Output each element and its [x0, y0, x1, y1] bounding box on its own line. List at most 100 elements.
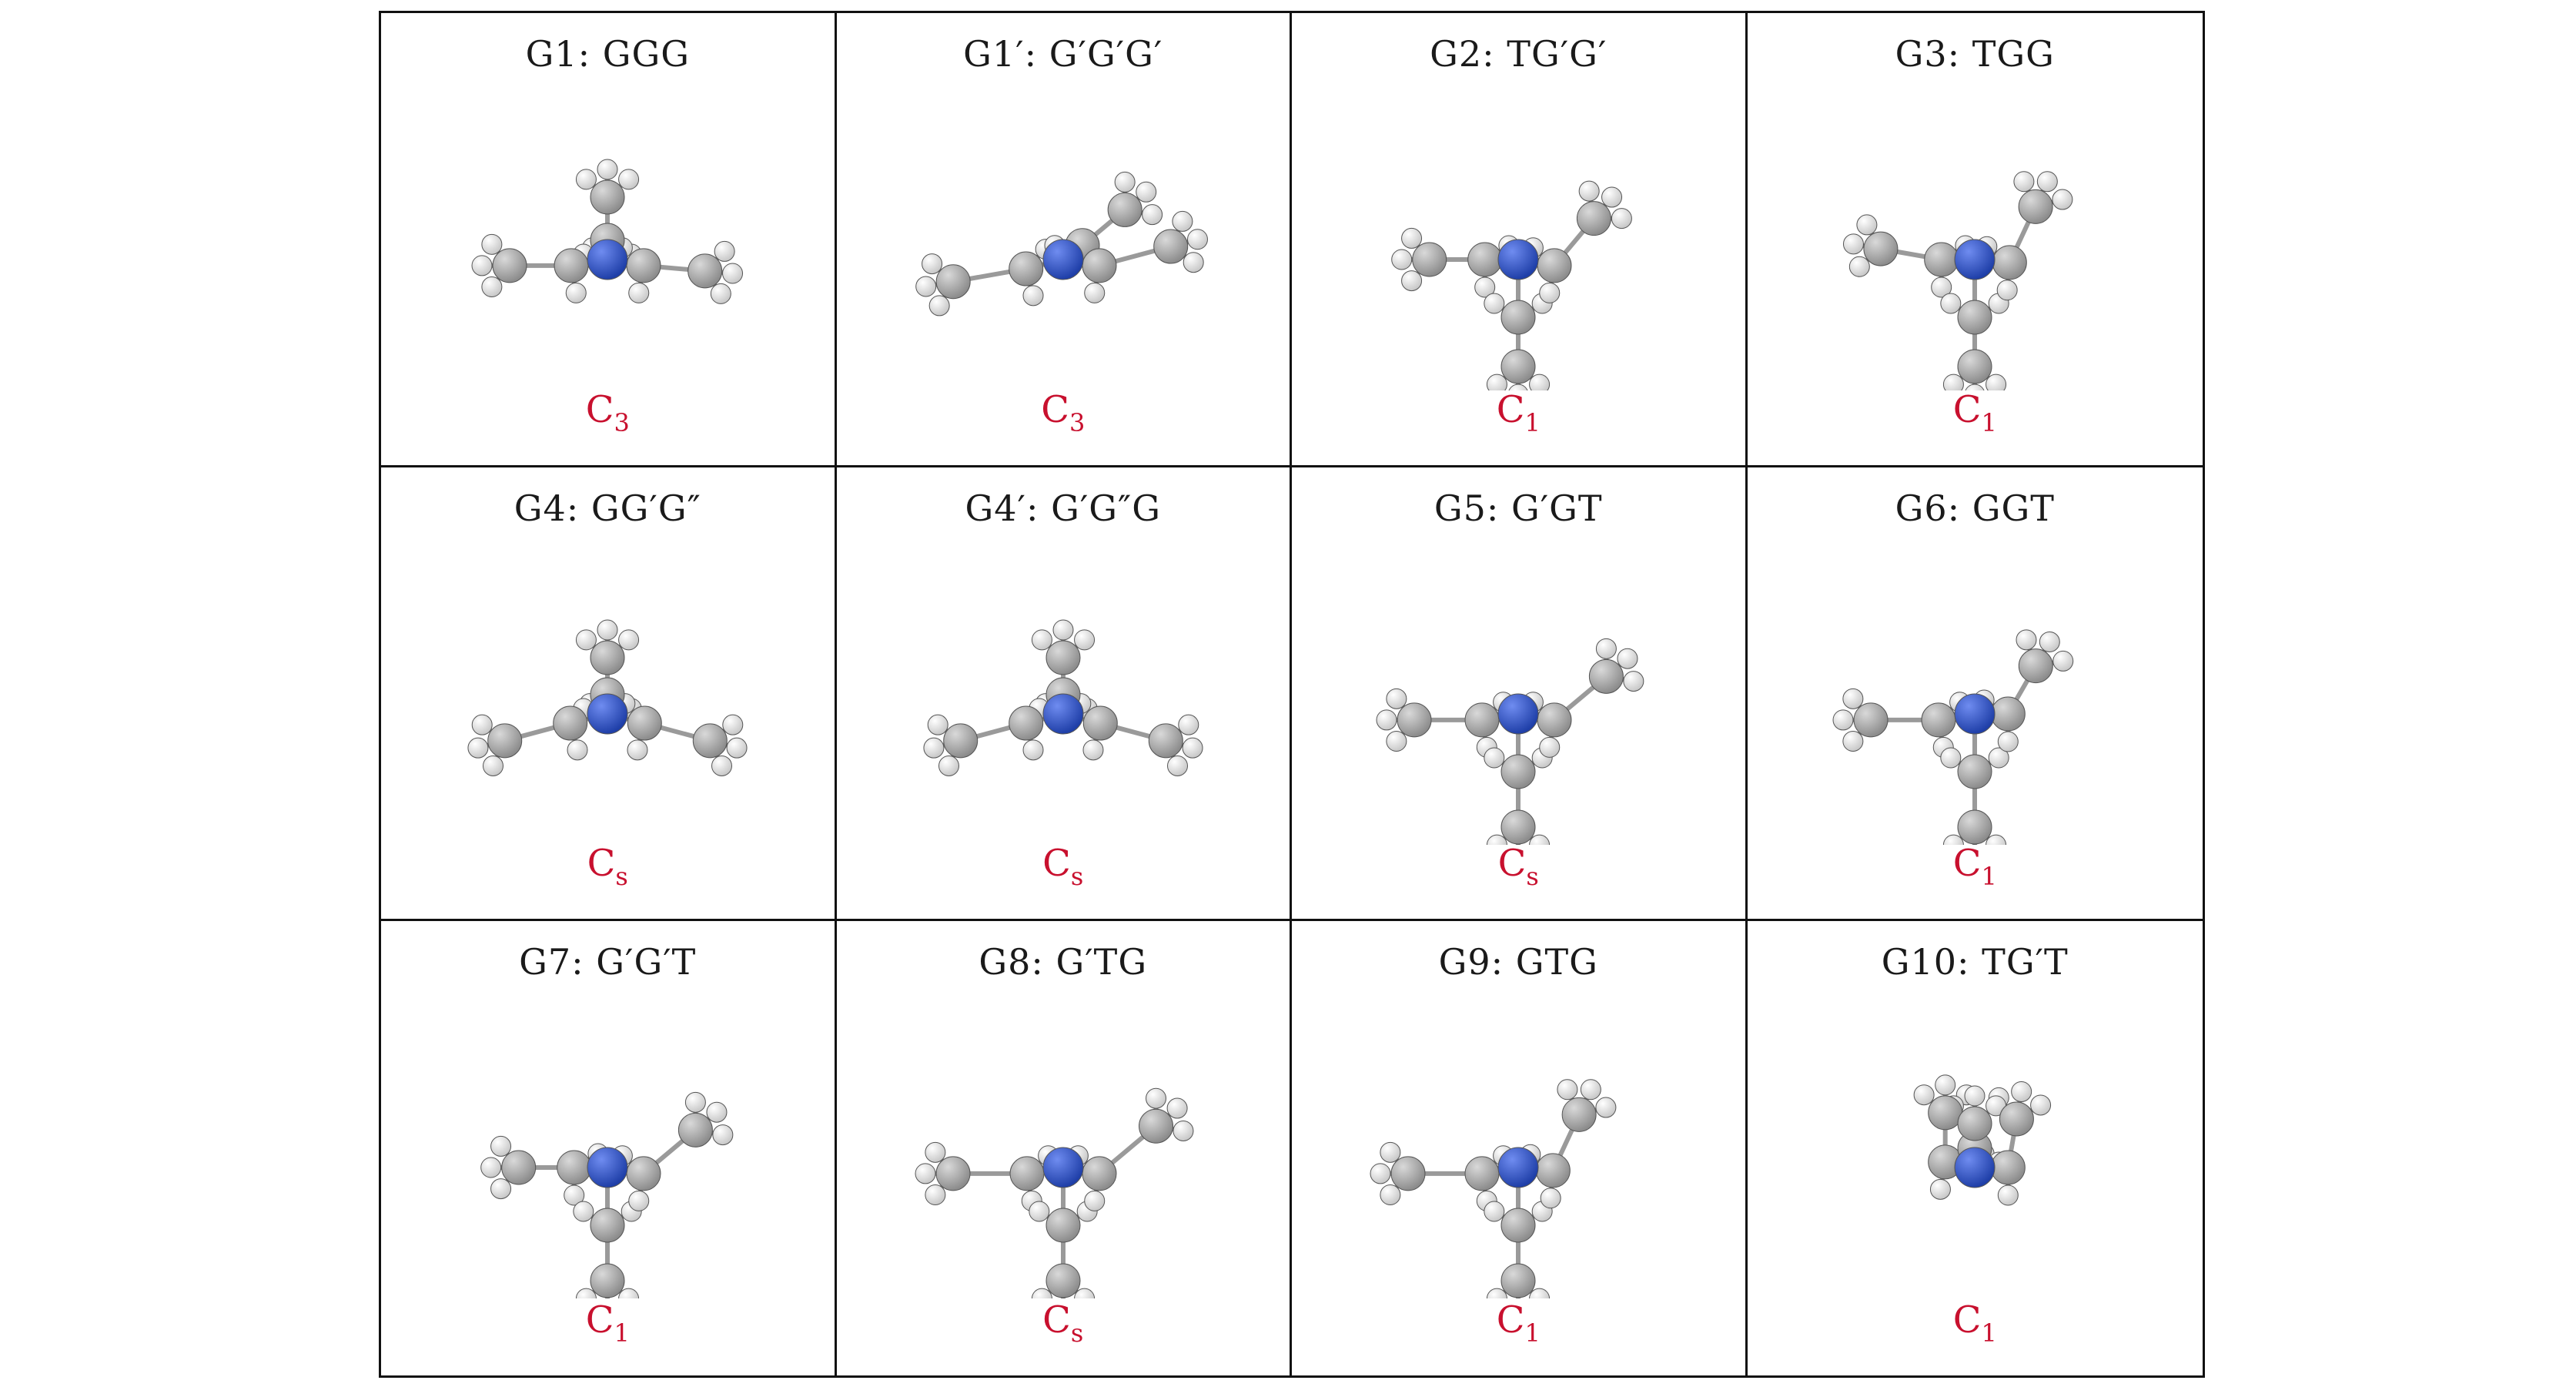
carbon-atom — [1148, 722, 1183, 758]
carbon-atom — [626, 248, 661, 283]
nitrogen-atom — [587, 693, 628, 735]
point-group-label: C1 — [1952, 842, 1997, 892]
hydrogen-atom — [1022, 285, 1044, 307]
carbon-atom — [935, 264, 971, 300]
hydrogen-atom — [921, 253, 942, 275]
molecule-structure — [480, 1092, 734, 1299]
hydrogen-atom — [576, 169, 597, 190]
nitrogen-atom — [1954, 1147, 1996, 1188]
carbon-atom — [1924, 242, 1959, 277]
hydrogen-atom — [1401, 270, 1423, 292]
conformer-title: G2: TG′G′ — [1430, 33, 1607, 75]
hydrogen-atom — [2037, 171, 2059, 193]
hydrogen-atom — [915, 276, 936, 297]
carbon-atom — [1500, 809, 1536, 845]
hydrogen-atom — [1487, 1288, 1508, 1299]
conformer-title: G4: GG′G″ — [514, 487, 701, 529]
hydrogen-atom — [1145, 1088, 1166, 1110]
nitrogen-atom — [1954, 693, 1996, 735]
hydrogen-atom — [1178, 714, 1199, 735]
point-group-label: C1 — [585, 1298, 630, 1348]
molecule-structure — [1832, 628, 2074, 845]
hydrogen-atom — [483, 755, 504, 776]
point-group-label: C1 — [1496, 387, 1541, 437]
nitrogen-atom — [1042, 239, 1084, 280]
hydrogen-atom — [1940, 293, 1962, 314]
nitrogen-atom — [1497, 1147, 1539, 1188]
hydrogen-atom — [480, 1157, 502, 1178]
carbon-atom — [487, 722, 523, 758]
hydrogen-atom — [628, 1191, 650, 1212]
molecule-structure — [1391, 180, 1633, 390]
hydrogen-atom — [1380, 1142, 1401, 1164]
carbon-atom — [1467, 242, 1503, 277]
carbon-atom — [693, 722, 728, 758]
hydrogen-atom — [2052, 189, 2073, 210]
hydrogen-atom — [2011, 1081, 2032, 1103]
hydrogen-atom — [1173, 1121, 1194, 1142]
point-group-label: C3 — [1041, 387, 1086, 437]
carbon-atom — [554, 248, 589, 283]
carbon-atom — [590, 640, 625, 675]
carbon-atom — [1957, 300, 1992, 335]
conformer-cell-g10: G10: TG′T C1 — [1748, 921, 2203, 1375]
hydrogen-atom — [1135, 181, 1156, 203]
carbon-atom — [1561, 1097, 1597, 1133]
carbon-atom — [1500, 1208, 1536, 1243]
hydrogen-atom — [1508, 384, 1528, 390]
hydrogen-atom — [2013, 171, 2035, 193]
hydrogen-atom — [938, 755, 959, 776]
carbon-atom — [935, 1156, 971, 1191]
hydrogen-atom — [1183, 252, 1204, 273]
conformer-title: G5: G′GT — [1434, 487, 1603, 529]
point-group-label: Cs — [587, 842, 628, 892]
hydrogen-atom — [1611, 208, 1633, 229]
hydrogen-atom — [1474, 276, 1496, 298]
hydrogen-atom — [1988, 747, 2009, 769]
hydrogen-atom — [925, 1142, 946, 1164]
hydrogen-atom — [726, 737, 748, 759]
hydrogen-atom — [1484, 293, 1505, 314]
conformer-cell-g1: G1: GGG C3 — [381, 13, 837, 467]
conformer-cell-g7: G7: G′G′T C1 — [381, 921, 837, 1375]
carbon-atom — [1500, 1263, 1536, 1298]
hydrogen-atom — [1930, 1179, 1952, 1201]
hydrogen-atom — [2039, 631, 2061, 652]
conformer-cell-g2: G2: TG′G′ C1 — [1292, 13, 1748, 467]
hydrogen-atom — [573, 1201, 594, 1222]
molecule-structure — [471, 159, 744, 304]
hydrogen-atom — [1487, 834, 1508, 845]
hydrogen-atom — [1540, 1188, 1561, 1209]
hydrogen-atom — [1943, 374, 1965, 390]
carbon-atom — [590, 1263, 625, 1298]
hydrogen-atom — [1141, 204, 1163, 226]
hydrogen-atom — [2016, 628, 2037, 650]
hydrogen-atom — [1539, 736, 1561, 758]
hydrogen-atom — [1529, 374, 1551, 390]
hydrogen-atom — [1596, 638, 1618, 659]
hydrogen-atom — [685, 1092, 707, 1114]
hydrogen-atom — [923, 737, 945, 759]
hydrogen-atom — [1842, 730, 1864, 752]
hydrogen-atom — [1031, 629, 1052, 651]
point-group-label: C1 — [1952, 1298, 1997, 1348]
hydrogen-atom — [2030, 1094, 2052, 1116]
hydrogen-atom — [1965, 384, 1985, 390]
carbon-atom — [1390, 1156, 1426, 1191]
carbon-atom — [1957, 1106, 1992, 1141]
carbon-atom — [1500, 754, 1536, 789]
conformer-cell-g3: G3: TGG C1 — [1747, 13, 2203, 467]
hydrogen-atom — [1114, 171, 1136, 193]
carbon-atom — [1153, 229, 1188, 264]
hydrogen-atom — [1487, 374, 1508, 390]
carbon-atom — [553, 705, 588, 741]
carbon-atom — [678, 1113, 714, 1148]
hydrogen-atom — [1022, 739, 1044, 760]
hydrogen-atom — [714, 240, 735, 262]
carbon-atom — [626, 1156, 661, 1191]
carbon-atom — [1464, 1156, 1500, 1191]
hydrogen-atom — [618, 169, 640, 190]
hydrogen-atom — [722, 714, 744, 735]
hydrogen-atom — [1082, 739, 1104, 760]
hydrogen-atom — [712, 1124, 734, 1146]
